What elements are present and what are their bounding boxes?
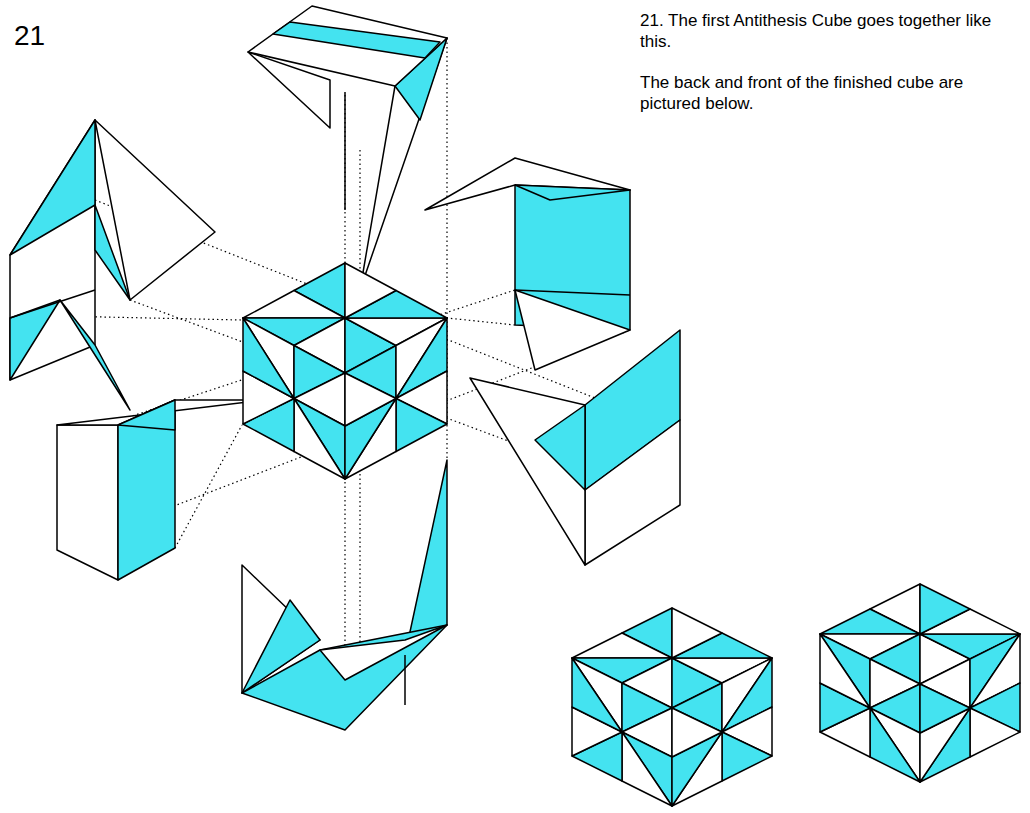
fold-line <box>404 655 406 705</box>
face-triangle <box>672 608 722 658</box>
face-triangle <box>820 609 920 634</box>
face-triangle <box>870 708 920 782</box>
flap <box>95 205 130 300</box>
face-triangle <box>920 684 970 733</box>
face-triangle <box>920 584 970 634</box>
flap <box>515 185 630 200</box>
step-number: 21 <box>14 18 45 53</box>
instruction-text: The back and front of the finished cube … <box>640 72 1015 115</box>
side-panel <box>10 120 95 380</box>
face-triangle <box>672 708 722 757</box>
face-triangle <box>572 633 672 658</box>
face-triangle <box>722 732 772 781</box>
face-triangle <box>572 658 622 732</box>
face-triangle <box>294 399 345 480</box>
face-triangle <box>622 732 672 806</box>
fold-line <box>344 92 346 210</box>
side-panel <box>585 420 680 565</box>
face-triangle <box>970 708 1020 757</box>
face-triangle <box>345 373 396 426</box>
face-triangle <box>820 634 870 708</box>
flap <box>425 158 630 210</box>
fold-line <box>515 290 630 295</box>
flap <box>118 400 175 430</box>
bottom-panel <box>242 625 447 730</box>
flap <box>535 405 585 490</box>
face-triangle <box>396 399 447 452</box>
triangle <box>10 300 60 380</box>
band <box>118 400 175 580</box>
triangle <box>60 300 130 410</box>
folded-units <box>10 6 680 730</box>
flap <box>515 290 630 370</box>
side-panel <box>57 425 118 580</box>
instruction-text: 21. The first Antithesis Cube goes toget… <box>640 10 1015 53</box>
fold-line <box>10 290 95 318</box>
face-triangle <box>345 263 396 318</box>
face-triangle <box>243 318 294 399</box>
flap <box>95 120 215 300</box>
band <box>273 22 440 58</box>
cube-drawings <box>243 263 1020 806</box>
flap <box>470 378 585 565</box>
face-triangle <box>294 399 345 480</box>
face-triangle <box>870 708 920 782</box>
top-panel <box>248 6 447 86</box>
bottom-panel <box>320 625 447 680</box>
triangle <box>10 120 95 255</box>
face-triangle <box>243 291 345 319</box>
face-triangle <box>622 732 672 806</box>
guide-lines <box>10 38 680 700</box>
